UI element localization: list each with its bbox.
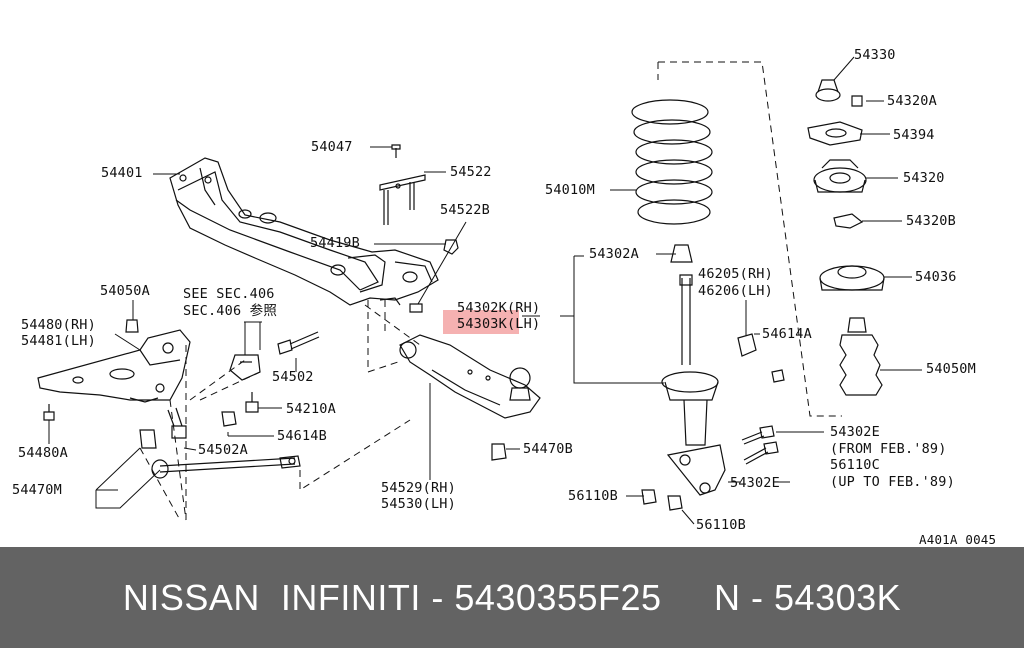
bumper-54330-drawing — [815, 79, 841, 102]
label-54302A: 54302A — [589, 246, 639, 262]
label-56110B-b: 56110B — [696, 517, 746, 533]
mount-54320-drawing — [813, 159, 867, 193]
leader-lines — [48, 56, 922, 525]
label-54050M: 54050M — [926, 361, 976, 377]
label-56110B-a: 56110B — [568, 488, 618, 504]
label-46205-rh: 46205(RH) — [698, 266, 773, 282]
bumper-54302A-drawing — [670, 244, 693, 263]
bolt-54047-drawing — [391, 144, 401, 158]
nut-54320A-drawing — [851, 95, 863, 107]
label-54320B: 54320B — [906, 213, 956, 229]
nut-54470B-drawing — [491, 443, 507, 461]
label-54047: 54047 — [311, 139, 353, 155]
label-54302E-a: 54302E — [830, 424, 880, 440]
label-see-sec-2: SEC.406 参照 — [183, 303, 278, 319]
label-54330: 54330 — [854, 47, 896, 63]
bearing-54036-drawing — [819, 265, 885, 291]
label-from-feb: (FROM FEB.'89) — [830, 441, 947, 457]
label-54303K-lh: 54303K(LH) — [457, 316, 541, 332]
label-54394: 54394 — [893, 127, 935, 143]
highlight-part-54303K — [443, 310, 519, 334]
label-54480-rh: 54480(RH) — [21, 317, 96, 333]
nut-56110B-b-drawing — [667, 495, 683, 511]
label-54320: 54320 — [903, 170, 945, 186]
label-54210A: 54210A — [286, 401, 336, 417]
bolt-54480A-drawing — [43, 404, 55, 421]
strut-drawing — [661, 274, 726, 496]
crossmember-drawing — [169, 157, 439, 306]
bolt-54502A-drawing — [167, 407, 187, 439]
coil-spring-drawing — [631, 99, 713, 225]
label-54302E-b: 54302E — [730, 475, 780, 491]
clip-drawing — [771, 369, 785, 383]
stabilizer-bush-drawing — [229, 354, 261, 381]
nut-54614B-drawing — [221, 411, 237, 427]
label-54036: 54036 — [915, 269, 957, 285]
plate-54394-drawing — [807, 121, 863, 146]
label-54502A: 54502A — [198, 442, 248, 458]
transverse-link-drawing — [399, 334, 541, 419]
label-54481-lh: 54481(LH) — [21, 333, 96, 349]
diagram-drawing — [37, 56, 922, 525]
label-54522B: 54522B — [440, 202, 490, 218]
label-54502: 54502 — [272, 369, 314, 385]
label-54522: 54522 — [450, 164, 492, 180]
nut-54419B-drawing — [443, 239, 459, 255]
label-54401: 54401 — [101, 165, 143, 181]
nut-54050A-drawing — [125, 319, 139, 333]
label-54010M: 54010M — [545, 182, 595, 198]
bracket-54522-drawing — [379, 174, 426, 225]
nut-54522B-drawing — [409, 303, 423, 313]
tension-rod-drawing — [139, 429, 301, 479]
bolt-54502-drawing — [277, 331, 320, 355]
parts-diagram: 54401 54047 54522 54522B 54419B 54050A S… — [12, 47, 997, 548]
bolts-54302E-drawing — [741, 425, 779, 465]
label-see-sec-1: SEE SEC.406 — [183, 286, 275, 302]
label-54302K-rh: 54302K(RH) — [457, 300, 541, 316]
nut-56110B-a-drawing — [641, 489, 657, 505]
bracket-54614A-drawing — [737, 333, 757, 357]
washer-54320B-drawing — [833, 213, 864, 229]
dashed-guides — [139, 61, 842, 521]
bolt-54210A-drawing — [245, 392, 259, 413]
boot-54050M-drawing — [839, 317, 883, 396]
label-54480A: 54480A — [18, 445, 68, 461]
label-54614B: 54614B — [277, 428, 327, 444]
label-54320A: 54320A — [887, 93, 937, 109]
label-46206-lh: 46206(LH) — [698, 283, 773, 299]
label-56110C: 56110C — [830, 457, 880, 473]
label-54530-lh: 54530(LH) — [381, 496, 456, 512]
footer-bar: NISSAN INFINITI - 5430355F25 N - 54303K — [0, 547, 1024, 648]
label-54470M: 54470M — [12, 482, 62, 498]
label-up-to-feb: (UP TO FEB.'89) — [830, 474, 955, 490]
label-54529-rh: 54529(RH) — [381, 480, 456, 496]
label-54419B: 54419B — [310, 235, 360, 251]
figure-code: A401A 0045 — [919, 532, 997, 547]
label-54614A: 54614A — [762, 326, 812, 342]
bracket-54480-drawing — [37, 329, 191, 403]
label-54050A: 54050A — [100, 283, 150, 299]
footer-part-number: NISSAN INFINITI - 5430355F25 N - 54303K — [122, 576, 902, 618]
label-54470B: 54470B — [523, 441, 573, 457]
